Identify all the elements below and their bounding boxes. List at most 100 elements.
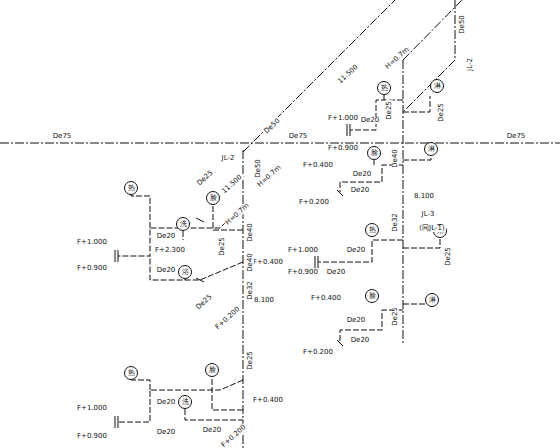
pipe-annotation: De25 [444, 246, 451, 267]
pipe-annotation: De50 [254, 158, 261, 179]
pipe-annotation: 11.500 [336, 63, 360, 86]
branch-pipe [374, 160, 375, 165]
pipe-annotation: F+0.400 [252, 259, 284, 266]
fixture-symbol-text: 热 [128, 370, 135, 377]
fixture-symbol-text: 淋 [429, 297, 436, 304]
fixture-symbol-text: 淋 [428, 146, 435, 153]
fixture-symbol-text: 脸 [369, 293, 376, 300]
pipe-annotation: F+1.000 [287, 247, 319, 254]
pipe-annotation: 8.100 [253, 297, 275, 304]
pipe-annotation: De25 [195, 169, 215, 188]
pipe-annotation: De40 [246, 252, 253, 273]
valve-symbol [115, 250, 118, 262]
main-pipe [243, 0, 395, 152]
pipe-annotation: JL-3 [421, 211, 436, 218]
fixture-circle: 洗 [176, 217, 190, 231]
pipe-annotation: De40 [391, 148, 398, 169]
pipe-annotation: F+0.900 [287, 269, 319, 276]
pipe-annotation: De20 [346, 317, 367, 324]
branch-pipe [150, 256, 243, 280]
fixture-symbol-text: 脸 [210, 195, 217, 202]
pipe-annotation: F+0.400 [302, 162, 334, 169]
pipe-annotation: F+1.000 [76, 239, 108, 246]
pipe-annotation: De20 [360, 117, 381, 124]
pipe-annotation: De40 [246, 222, 253, 243]
pipe-annotation: 11.500 [220, 173, 244, 196]
branch-pipe [403, 238, 440, 248]
pipe-annotation: F+0.900 [76, 433, 108, 440]
fixture-symbol-text: 淋 [434, 83, 441, 90]
trap-symbol [196, 218, 204, 282]
valve-symbol [315, 256, 318, 268]
branch-pipe [185, 409, 243, 420]
pipe-annotation: F+1.000 [76, 405, 108, 412]
pipe-annotation: De25 [391, 306, 398, 327]
pipe-annotation: JL-2 [466, 57, 473, 72]
fixture-symbol-text: 洗 [182, 399, 189, 406]
branch-pipe [318, 240, 403, 262]
pipe-annotation: De25 [385, 100, 392, 121]
branch-pipe [131, 380, 150, 390]
pipe-annotation: De75 [288, 133, 309, 140]
pipe-annotation: De20 [346, 247, 367, 254]
branch-pipe [131, 195, 150, 228]
pipe-annotation: F+0.200 [302, 349, 334, 356]
main-pipe [403, 0, 462, 60]
fixture-circle: 热 [365, 223, 379, 237]
pipe-annotation: H=0.7m [384, 45, 412, 71]
pipe-annotation: De75 [52, 133, 73, 140]
fixture-symbol-text: 脸 [371, 150, 378, 157]
fixture-symbol-text: 热 [381, 85, 388, 92]
fixture-circle: 洗 [178, 395, 192, 409]
fixture-symbol-text: 洗 [180, 221, 187, 228]
pipe-annotation: F+0.200 [220, 423, 248, 448]
fixture-symbol-text: 浴 [182, 269, 189, 276]
branch-pipe [118, 205, 243, 256]
fixture-circle: 热 [124, 366, 138, 380]
branch-pipe [212, 377, 243, 410]
pipe-annotation: De20 [350, 337, 371, 344]
pipe-annotation: F+0.400 [310, 295, 342, 302]
fixture-circle: 浴 [178, 265, 192, 279]
pipe-annotation: De25 [218, 236, 225, 257]
pipe-annotation: De20 [350, 187, 371, 194]
fixture-circle: 脸 [205, 363, 219, 377]
pipe-annotation: De20 [156, 233, 177, 240]
fixture-symbol-text: 热 [128, 185, 135, 192]
pipe-annotation: De75 [506, 133, 527, 140]
pipe-annotation: De20 [202, 427, 223, 434]
pipe-annotation: De50 [458, 14, 465, 35]
fixture-circle: 热 [124, 181, 138, 195]
riser-pipe [403, 0, 455, 112]
fixture-circle: 脸 [206, 191, 220, 205]
branch-pipe [118, 380, 243, 422]
branch-pipe [403, 156, 431, 160]
pipe-annotation: F+0.400 [252, 397, 284, 404]
valve-symbol [347, 124, 350, 136]
pipe-annotation: F+0.200 [298, 199, 330, 206]
pipe-annotation: De25 [194, 293, 214, 312]
pipe-annotation: F+1.000 [327, 115, 359, 122]
fixture-symbol-text: 热 [369, 227, 376, 234]
valve-symbol [115, 416, 118, 428]
fixture-circle: 淋 [425, 293, 439, 307]
pipe-annotation: (同JL-1) [418, 225, 445, 232]
pipe-annotation: F+0.200 [214, 305, 242, 332]
main-pipe [0, 143, 560, 144]
riser-pipe [243, 150, 244, 448]
pipe-annotation: De20 [156, 429, 177, 436]
pipe-annotation: De20 [156, 399, 177, 406]
branch-pipe [403, 96, 430, 112]
pipe-annotation: JL-2 [221, 155, 236, 162]
pipe-annotation: F+2.300 [154, 247, 186, 254]
fixture-circle: 脸 [367, 146, 381, 160]
riser-pipe [403, 60, 404, 345]
pipe-annotation: De32 [391, 212, 398, 233]
pipe-annotation: F+0.900 [327, 145, 359, 152]
fixture-circle: 淋 [430, 79, 444, 93]
pipe-annotation: De20 [352, 171, 373, 178]
pipe-annotation: De25 [246, 350, 253, 371]
pipe-annotation: De20 [326, 269, 347, 276]
